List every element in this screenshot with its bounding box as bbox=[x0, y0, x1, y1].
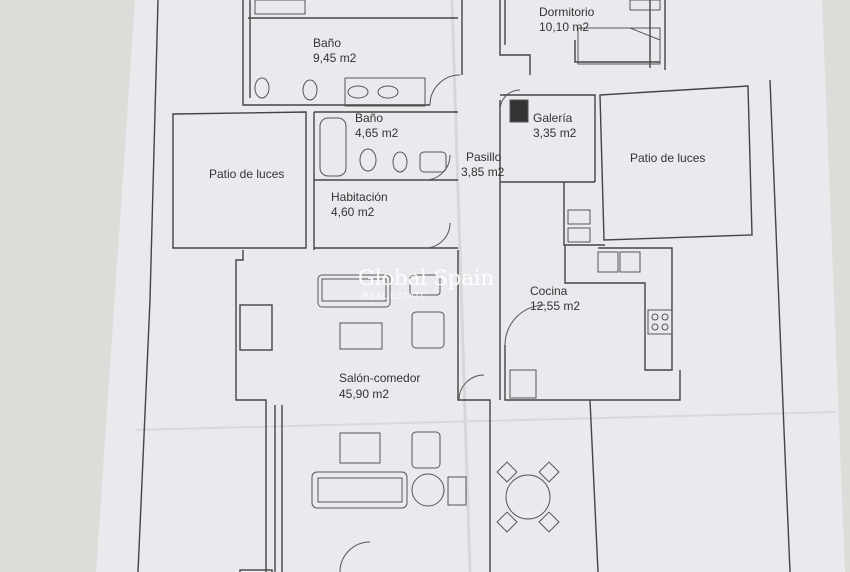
room-label-galeria: Galería bbox=[533, 111, 573, 125]
bedroom-furniture bbox=[577, 0, 661, 65]
room-area-pasillo: 3,85 m2 bbox=[461, 165, 505, 179]
room-area-salon-comedor: 45,90 m2 bbox=[339, 387, 390, 401]
paper-fold bbox=[450, 0, 472, 572]
watermark-title: Global Spain bbox=[358, 266, 495, 290]
living-furniture bbox=[311, 274, 560, 533]
room-label-bano-2: Baño bbox=[355, 111, 384, 125]
room-area-habitacion: 4,60 m2 bbox=[331, 205, 375, 219]
watermark-subtitle: REAL ESTATE bbox=[362, 291, 427, 301]
room-area-cocina: 12,55 m2 bbox=[530, 299, 581, 313]
room-label-dormitorio: Dormitorio bbox=[539, 5, 595, 19]
doors bbox=[339, 74, 546, 572]
room-label-salon-comedor: Salón-comedor bbox=[339, 371, 421, 385]
walls bbox=[137, 0, 791, 572]
room-label-bano-1: Baño bbox=[313, 36, 342, 50]
kitchen-fixtures bbox=[509, 209, 673, 399]
room-label-habitacion: Habitación bbox=[331, 190, 388, 204]
paper-fold bbox=[134, 411, 836, 431]
bathroom-fixtures bbox=[254, 0, 529, 177]
room-area-bano-1: 9,45 m2 bbox=[313, 51, 357, 65]
room-label-patio-right: Patio de luces bbox=[630, 151, 706, 165]
room-area-bano-2: 4,65 m2 bbox=[355, 126, 399, 140]
room-area-dormitorio: 10,10 m2 bbox=[539, 20, 590, 34]
room-area-galeria: 3,35 m2 bbox=[533, 126, 577, 140]
paper-sheet bbox=[96, 0, 845, 572]
room-label-pasillo: Pasillo bbox=[466, 150, 502, 164]
room-label-patio-left: Patio de luces bbox=[209, 167, 285, 181]
room-label-cocina: Cocina bbox=[530, 284, 568, 298]
